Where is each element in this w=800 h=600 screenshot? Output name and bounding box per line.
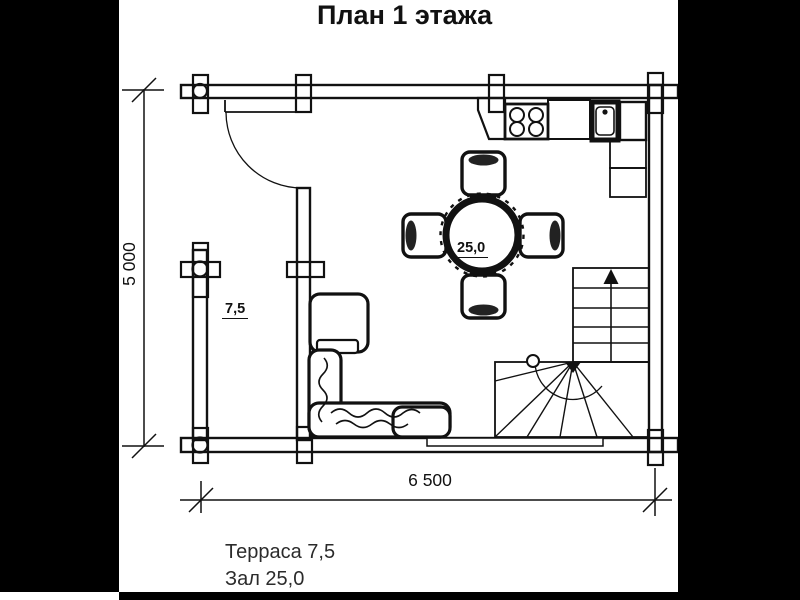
round-table [442, 195, 522, 275]
page-title: План 1 этажа [317, 0, 493, 30]
log-end-icon [191, 436, 209, 454]
right-wall [647, 83, 664, 454]
hall-area-label: 25,0 [454, 240, 489, 258]
cabinet [609, 139, 647, 169]
log-crosses [179, 71, 665, 467]
up-arrow-icon [603, 269, 619, 284]
kitchen [476, 96, 648, 198]
terrace-area-label: 7,5 [222, 301, 249, 319]
staircase [426, 267, 650, 447]
sofa-group [307, 292, 452, 439]
dimension-label-horizontal: 6 500 [408, 470, 452, 490]
top-wall [179, 83, 680, 100]
winder-treads [494, 361, 634, 438]
dining-set [401, 150, 565, 320]
sofa-cushion [391, 405, 452, 439]
letterbox-bottom [119, 592, 800, 600]
dimension-line-vertical [122, 77, 164, 459]
sink-basin [595, 106, 615, 136]
letterbox-left [0, 0, 119, 592]
door-swing-arc [225, 111, 303, 189]
newel-post [526, 354, 540, 368]
door [224, 100, 303, 189]
counter-end [476, 96, 507, 141]
letterbox-right [678, 0, 800, 600]
cabinet [618, 100, 648, 142]
faucet-icon [602, 109, 608, 115]
log-end-icon [191, 82, 209, 100]
legend-terrace: Терраса 7,5 [225, 541, 336, 563]
walk-line-arc [534, 361, 603, 401]
sink-unit [589, 99, 621, 143]
threshold-step [426, 437, 604, 447]
cabinet [609, 167, 647, 198]
log-end-icon [191, 260, 209, 278]
blanket-texture [317, 357, 421, 429]
terrace-left-wall [191, 248, 209, 442]
dimension-line-horizontal [180, 468, 672, 516]
table-edge-detail [439, 192, 525, 278]
legend-hall: Зал 25,0 [225, 568, 305, 590]
counter [547, 99, 591, 140]
